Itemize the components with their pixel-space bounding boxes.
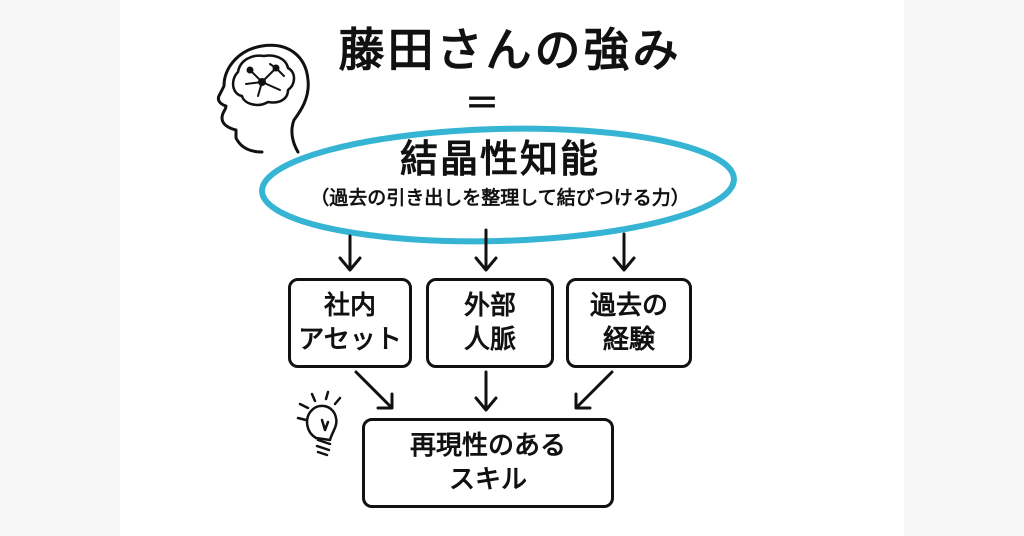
arrow-to-component-1: [338, 234, 362, 272]
component-line: 社内: [323, 291, 376, 321]
arrow-from-component-2: [474, 370, 498, 412]
component-box-past-experience: 過去の 経験: [566, 278, 692, 368]
arrows-to-result: [354, 370, 614, 412]
component-line: アセット: [298, 325, 402, 355]
right-margin-band: [904, 0, 1024, 536]
arrow-from-component-3: [574, 370, 614, 410]
component-line: 人脈: [463, 325, 516, 355]
arrow-to-component-3: [612, 232, 636, 272]
diagram-title: 藤田さんの強み: [338, 23, 682, 77]
component-box-internal-assets: 社内 アセット: [288, 278, 412, 368]
result-line: 再現性のある: [409, 431, 566, 461]
concept-ellipse: [259, 125, 737, 245]
component-line: 経験: [602, 325, 655, 355]
main-concept-note: （過去の引き出しを整理して結びつける力）: [310, 187, 690, 209]
component-line: 外部: [463, 291, 516, 321]
main-concept-label: 結晶性知能: [399, 137, 600, 181]
component-box-external-network: 外部 人脈: [426, 278, 554, 368]
lightbulb-icon: [296, 390, 342, 457]
left-margin-band: [0, 0, 120, 536]
brain-head-icon: [216, 43, 310, 154]
component-line: 過去の: [589, 291, 668, 321]
result-line: スキル: [448, 465, 527, 495]
arrows-to-components: [338, 228, 636, 272]
equals-sign: ＝: [465, 84, 499, 124]
arrow-from-component-1: [354, 370, 394, 410]
result-box: 再現性のある スキル: [362, 418, 614, 508]
arrow-to-component-2: [474, 228, 498, 272]
